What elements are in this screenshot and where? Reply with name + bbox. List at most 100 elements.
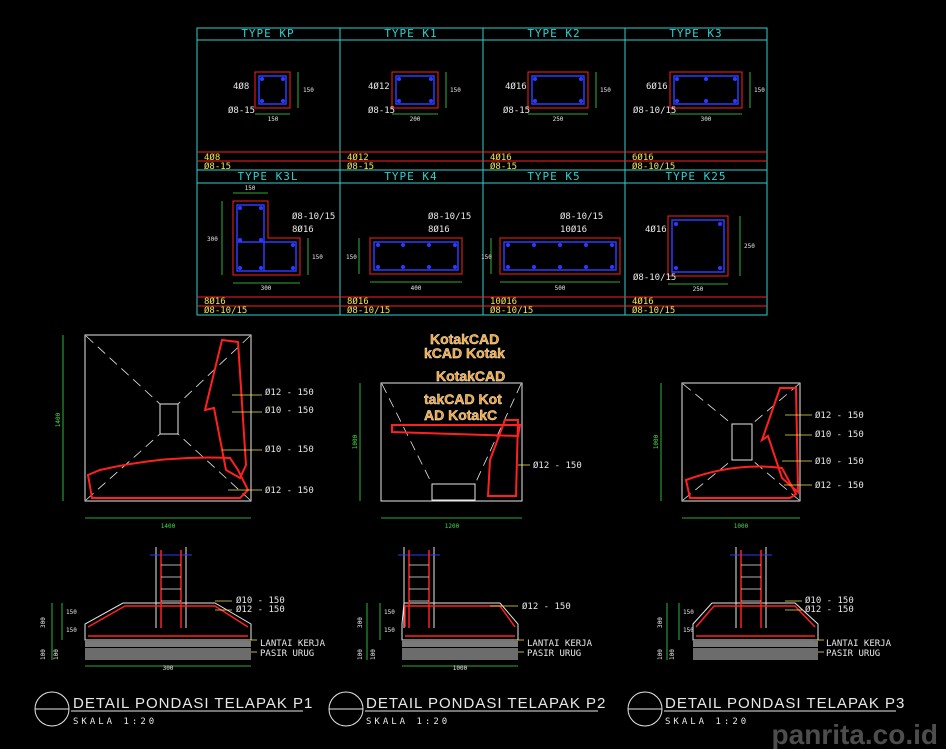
k1-dim-width: 200 [410, 116, 421, 123]
k2-schedule-main: 4Ø16 [490, 152, 512, 163]
column-schedule-table [196, 27, 768, 316]
brand-watermark: panrita.co.id [772, 719, 938, 749]
section-k4 [358, 237, 463, 283]
k3l-dim-left: 300 [207, 236, 218, 243]
p3-section-label-3: LANTAI KERJA [826, 639, 892, 649]
p3-plan-height: 1000 [653, 434, 660, 449]
p3-bar-label-1: Ø12 - 150 [815, 410, 864, 421]
section-k2 [527, 71, 597, 115]
k1-main-bar-label: 4Ø12 [368, 81, 390, 92]
k2-dim-height: 150 [600, 87, 611, 94]
type-k1-header: TYPE K1 [384, 27, 437, 40]
p2-plan-width: 1200 [445, 523, 460, 530]
watermark-line-1: KotakCAD [430, 331, 499, 347]
kp-dim-width: 150 [268, 116, 279, 123]
k3-dim-width: 300 [701, 116, 712, 123]
k4-main-bar-label: 8Ø16 [428, 224, 450, 235]
p3-bar-label-3: Ø10 - 150 [815, 456, 864, 467]
p2-section-width: 1000 [453, 665, 468, 672]
p1-section-label-1: Ø10 - 150 [236, 595, 285, 606]
k5-schedule-main: 10Ø16 [490, 296, 517, 307]
k5-dim-width: 500 [555, 285, 566, 292]
k2-stirrup-label: Ø8-15 [503, 105, 530, 116]
p2-section-dim-3: 300 [357, 617, 364, 628]
k5-stirrup-label: Ø8-10/15 [560, 211, 603, 222]
k1-schedule-main: 4Ø12 [347, 152, 369, 163]
section-k3l [221, 192, 309, 284]
p3-bar-label-2: Ø10 - 150 [815, 429, 864, 440]
rebar-dots [260, 77, 285, 103]
type-k3l-header: TYPE K3L [238, 170, 299, 183]
p3-section-dim-3: 300 [657, 617, 664, 628]
p1-section-dim-4: 100 [40, 649, 47, 660]
scale-p2-text: SKALA 1:20 [366, 717, 450, 727]
title-p3 [627, 691, 896, 727]
p2-section-dim-5: 100 [370, 649, 377, 660]
k4-schedule-stirrup: Ø8-10/15 [347, 305, 390, 316]
section-k1 [391, 71, 447, 115]
k2-main-bar-label: 4Ø16 [505, 81, 527, 92]
k3-main-bar-label: 6Ø16 [646, 81, 668, 92]
p2-section-dim-2: 150 [384, 627, 395, 634]
k1-stirrup-label: Ø8-15 [368, 105, 395, 116]
p1-plan-width: 1400 [161, 523, 176, 530]
watermark-line-4: takCAD Kot [424, 391, 502, 407]
k3-stirrup-label: Ø8-10/15 [633, 105, 676, 116]
k5-dim-height: 150 [481, 254, 492, 261]
title-p1 [34, 691, 303, 727]
p3-section-dim-5: 100 [669, 649, 676, 660]
watermark-line-5: AD KotakC [424, 407, 497, 423]
section-k5 [490, 237, 621, 283]
type-k2-header: TYPE K2 [527, 27, 580, 40]
footing-p2-plan [359, 382, 530, 519]
section-k3 [669, 71, 751, 115]
p3-section-label-2: Ø12 - 150 [805, 604, 854, 615]
k3l-schedule-stirrup: Ø8-10/15 [204, 305, 247, 316]
schedule-red-rows [197, 151, 767, 307]
p3-plan-width: 1000 [734, 523, 749, 530]
p1-section-label-2: Ø12 - 150 [236, 604, 285, 615]
scale-p1-text: SKALA 1:20 [73, 717, 157, 727]
watermark-line-3: KotakCAD [436, 368, 505, 384]
k3l-schedule-main: 8Ø16 [204, 296, 226, 307]
kp-stirrup-label: Ø8-15 [228, 105, 255, 116]
type-k3-header: TYPE K3 [669, 27, 722, 40]
title-p2-text: DETAIL PONDASI TELAPAK P2 [366, 695, 606, 712]
title-p1-text: DETAIL PONDASI TELAPAK P1 [73, 695, 313, 712]
k1-schedule-stirrup: Ø8-15 [347, 161, 374, 172]
k1-dim-height: 150 [450, 87, 461, 94]
kotakcad-watermark: KotakCAD kCAD Kotak KotakCAD takCAD Kot … [424, 331, 506, 423]
k25-schedule-main: 4Ø16 [632, 296, 654, 307]
type-k25-header: TYPE K25 [666, 170, 727, 183]
p3-section-dim-4: 100 [657, 649, 664, 660]
section-kp [254, 71, 299, 115]
kp-schedule-main: 4Ø8 [204, 152, 220, 163]
footing-p1-section [51, 547, 257, 667]
footing-p2-section [366, 547, 524, 667]
p2-section-label-1: Ø12 - 150 [522, 601, 571, 612]
p1-section-dim-3: 300 [40, 617, 47, 628]
p1-section-label-4: PASIR URUG [260, 649, 314, 659]
p1-bar-label-4: Ø12 - 150 [265, 485, 314, 496]
k2-schedule-stirrup: Ø8-15 [490, 161, 517, 172]
p1-bar-label-2: Ø10 - 150 [265, 405, 314, 416]
type-k4-header: TYPE K4 [384, 170, 437, 183]
k5-main-bar-label: 10Ø16 [560, 224, 587, 235]
p1-section-dim-5: 100 [53, 649, 60, 660]
k25-dim-height: 250 [744, 243, 755, 250]
k25-schedule-stirrup: Ø8-10/15 [632, 305, 675, 316]
k25-stirrup-label: Ø8-10/15 [633, 272, 676, 283]
p1-bar-label-1: Ø12 - 150 [265, 387, 314, 398]
section-k25 [667, 215, 741, 285]
kp-schedule-stirrup: Ø8-15 [204, 161, 231, 172]
p1-section-dim-2: 150 [66, 627, 77, 634]
title-p2 [328, 691, 598, 727]
p3-section-dim-2: 150 [683, 627, 694, 634]
k25-main-bar-label: 4Ø16 [645, 224, 667, 235]
type-k5-header: TYPE K5 [527, 170, 580, 183]
p2-section-dim-4: 100 [357, 649, 364, 660]
p2-section-label-2: LANTAI KERJA [527, 639, 593, 649]
k3-schedule-stirrup: Ø8-10/15 [632, 161, 675, 172]
kp-dim-height: 150 [303, 87, 314, 94]
